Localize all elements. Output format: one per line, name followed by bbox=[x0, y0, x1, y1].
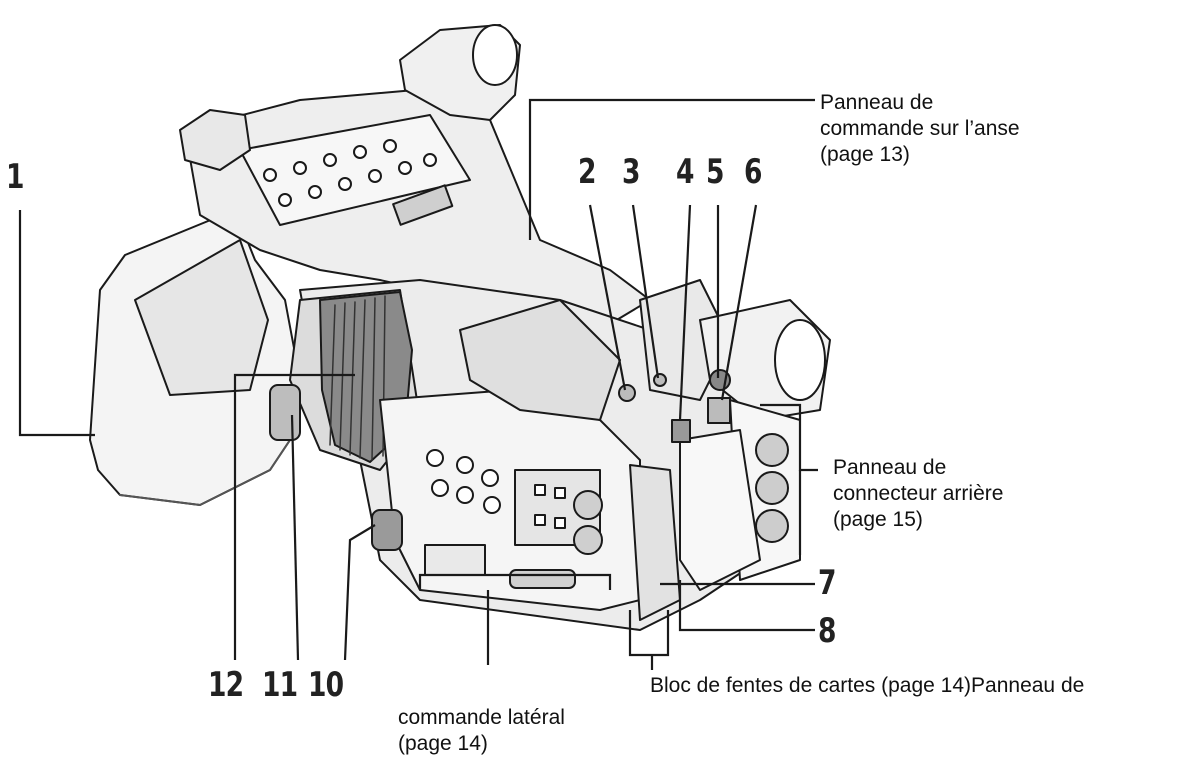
caption-side-control-panel: commande latéral (page 14) bbox=[398, 706, 565, 755]
callout-4: 4 bbox=[676, 152, 694, 192]
leader-2 bbox=[588, 204, 627, 391]
callout-10: 10 bbox=[308, 665, 344, 705]
leader-10 bbox=[343, 524, 376, 661]
leader-side-panel bbox=[418, 573, 612, 590]
leader-1 bbox=[18, 210, 95, 437]
leader-3 bbox=[631, 204, 660, 379]
leader-8 bbox=[678, 580, 815, 632]
leader-11 bbox=[290, 414, 300, 661]
callout-11: 11 bbox=[262, 665, 298, 705]
callout-12: 12 bbox=[208, 665, 244, 705]
leader-6 bbox=[720, 204, 758, 401]
caption-handle-panel: Panneau de commande sur l’anse (page 13) bbox=[820, 91, 1020, 166]
callout-5: 5 bbox=[706, 152, 724, 192]
callout-1: 1 bbox=[6, 157, 24, 197]
lcd-screen bbox=[134, 239, 269, 396]
leader-rear-panel bbox=[760, 403, 818, 472]
leader-4 bbox=[678, 204, 692, 421]
leader-card-block bbox=[628, 610, 670, 657]
callout-3: 3 bbox=[622, 152, 640, 192]
callout-7: 7 bbox=[818, 563, 836, 603]
leader-12 bbox=[233, 373, 355, 660]
grip-strap bbox=[459, 299, 621, 421]
callout-2: 2 bbox=[578, 152, 596, 192]
caption-rear-connector-panel: Panneau de connecteur arrière (page 15) bbox=[833, 456, 1004, 531]
callout-6: 6 bbox=[744, 152, 762, 192]
leader-handle-panel bbox=[528, 98, 815, 210]
callout-8: 8 bbox=[818, 611, 836, 651]
caption-card-slot-block: Bloc de fentes de cartes (page 14)Pannea… bbox=[650, 674, 1085, 697]
